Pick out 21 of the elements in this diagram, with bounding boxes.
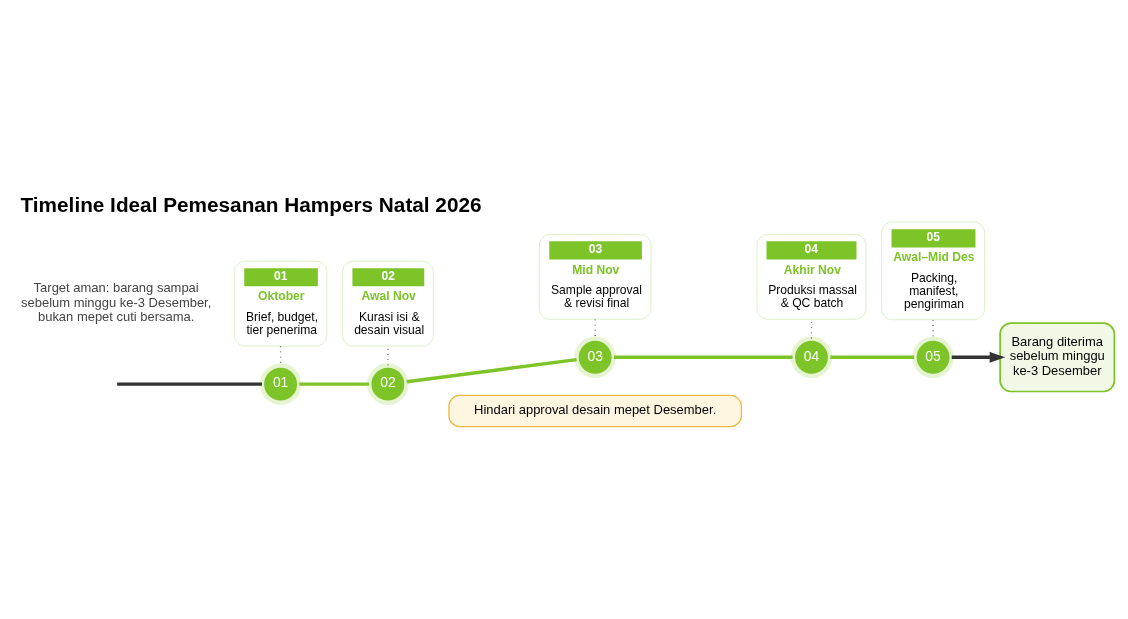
- connector: [299, 382, 370, 386]
- node-box: 02 Awal Nov Kurasi isi & desain visual: [342, 260, 434, 347]
- connector: [117, 382, 262, 386]
- label: Target aman: barang sampai sebelum minggu ke-3 Desember, bukan mepet cuti bersama.: [21, 279, 212, 325]
- node-circle: 03: [574, 336, 616, 379]
- connector: [613, 355, 793, 360]
- diagram-title: Timeline Ideal Pemesanan Hampers Natal 2026: [20, 192, 482, 216]
- node-circle: 02: [367, 363, 409, 405]
- connector: [830, 355, 915, 360]
- node-box: 03 Mid Nov Sample approval & revisi final: [538, 234, 652, 320]
- connector: [406, 357, 577, 384]
- arrow: [951, 351, 1006, 363]
- node-box: Barang diterima sebelum minggu ke-3 Desember: [999, 322, 1116, 393]
- node-box: 05 Awal–Mid Des Packing, manifest, pengiriman: [881, 221, 985, 321]
- connector: [279, 345, 282, 366]
- node-box: 04 Akhir Nov Produksi massal & QC batch: [756, 234, 867, 320]
- node-box: Hindari approval desain mepet Desember.: [448, 394, 743, 428]
- node-box: 01 Oktober Brief, budget, tier penerima: [233, 260, 328, 347]
- node-circle: 05: [912, 336, 954, 379]
- node-circle: 04: [790, 336, 833, 379]
- node-circle: 01: [259, 363, 302, 405]
